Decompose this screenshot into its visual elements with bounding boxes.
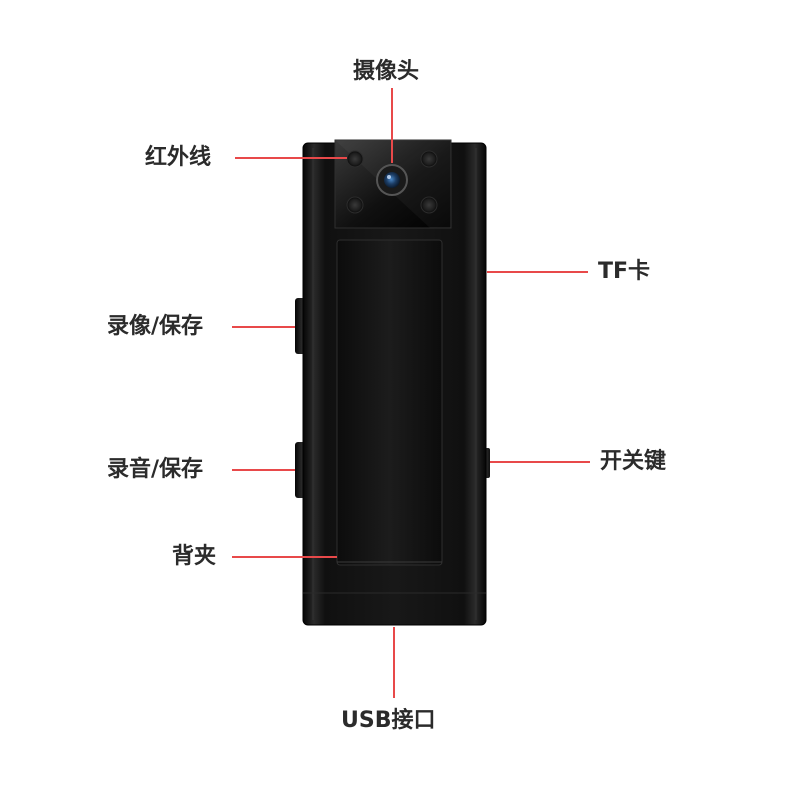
record-audio-label: 录音/保存	[107, 457, 204, 482]
infrared-led-top-right	[420, 150, 438, 168]
infrared-led-bottom-left	[346, 196, 364, 214]
power-key-label: 开关键	[600, 449, 667, 474]
usb-port-label: USB接口	[341, 708, 436, 733]
back-clip-label: 背夹	[172, 544, 217, 569]
infrared-led-bottom-right	[420, 196, 438, 214]
infrared-label: 红外线	[145, 145, 212, 170]
back-clip	[337, 240, 442, 565]
record-video-label: 录像/保存	[107, 314, 204, 339]
tf-card-label: TF卡	[598, 259, 651, 284]
camera-module	[334, 139, 452, 229]
camera-label: 摄像头	[353, 59, 420, 84]
infrared-led-top-left	[346, 150, 364, 168]
